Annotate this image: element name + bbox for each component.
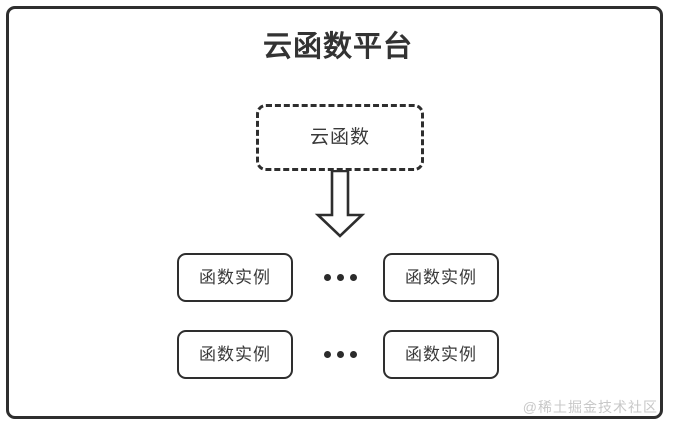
ellipsis-dot	[349, 351, 357, 358]
page-title: 云函数平台	[262, 31, 413, 63]
function-instance-box: 函数实例	[383, 253, 499, 302]
function-instance-box: 函数实例	[177, 330, 293, 379]
ellipsis-dot	[336, 274, 344, 281]
ellipsis-dot	[323, 351, 331, 358]
ellipsis-dots	[306, 330, 374, 379]
ellipsis-dots	[306, 253, 374, 302]
watermark: @稀土掘金技术社区	[522, 399, 658, 415]
cloud-function-node: 云函数	[256, 104, 424, 171]
instance-row-1: 函数实例 函数实例	[0, 253, 676, 302]
ellipsis-dot	[336, 351, 344, 358]
function-instance-box: 函数实例	[383, 330, 499, 379]
instance-row-2: 函数实例 函数实例	[0, 330, 676, 379]
ellipsis-dot	[349, 274, 357, 281]
cloud-function-label: 云函数	[309, 126, 370, 148]
function-instance-label: 函数实例	[405, 267, 477, 287]
down-block-arrow-icon	[314, 169, 366, 238]
function-instance-label: 函数实例	[199, 267, 271, 287]
function-instance-label: 函数实例	[405, 344, 477, 364]
ellipsis-dot	[323, 274, 331, 281]
function-instance-box: 函数实例	[177, 253, 293, 302]
function-instance-label: 函数实例	[199, 344, 271, 364]
